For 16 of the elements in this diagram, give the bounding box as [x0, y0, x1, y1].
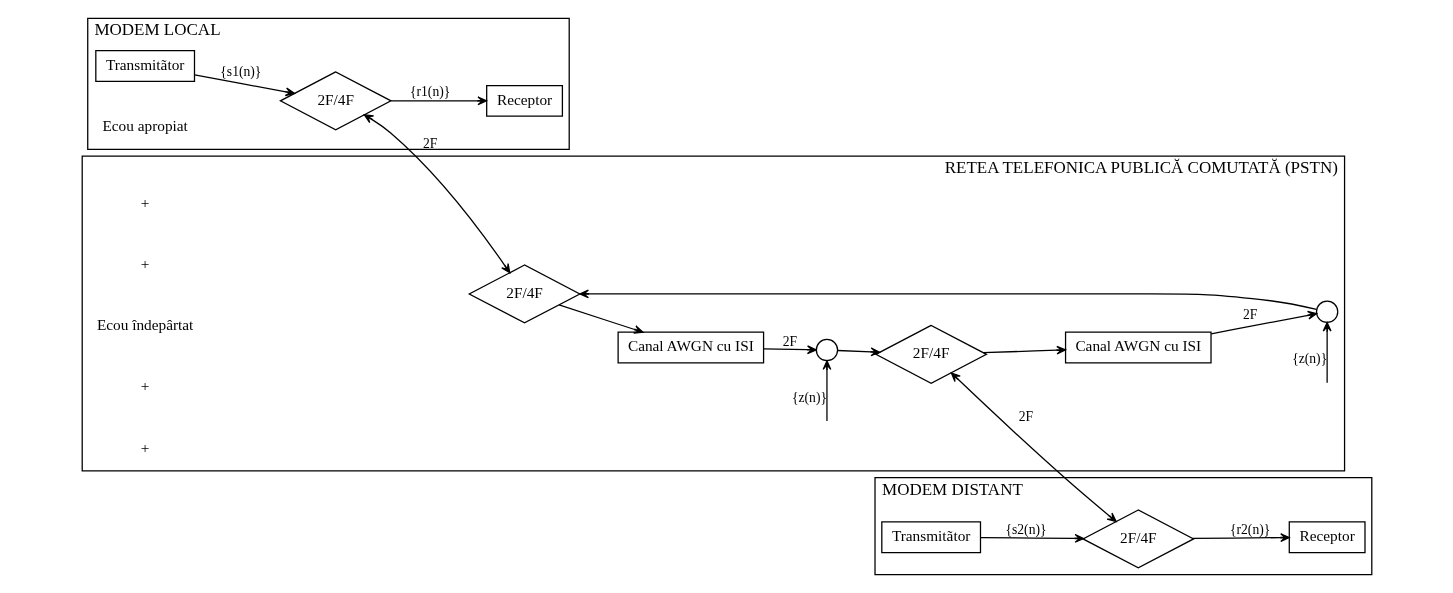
label: + [140, 254, 149, 272]
label: + [140, 193, 149, 211]
label: + [140, 377, 149, 395]
edge-label: {z(n)} [791, 389, 827, 405]
edge-label: {r2(n)} [1229, 521, 1270, 537]
label: Ecou apropiat [101, 116, 188, 134]
edge-label: 2F [422, 136, 437, 152]
edge-label: 2F [1018, 408, 1033, 424]
edge-label: 2F [1242, 307, 1257, 323]
edge-label: {s2(n)} [1004, 521, 1047, 537]
edge-label: {s1(n)} [219, 64, 261, 80]
edge-label: {z(n)} [1291, 351, 1327, 367]
label: + [140, 438, 149, 456]
edge-label: {r1(n)} [409, 84, 450, 100]
label: Ecou îndepârtat [96, 316, 193, 334]
edge-label: 2F [782, 333, 797, 349]
